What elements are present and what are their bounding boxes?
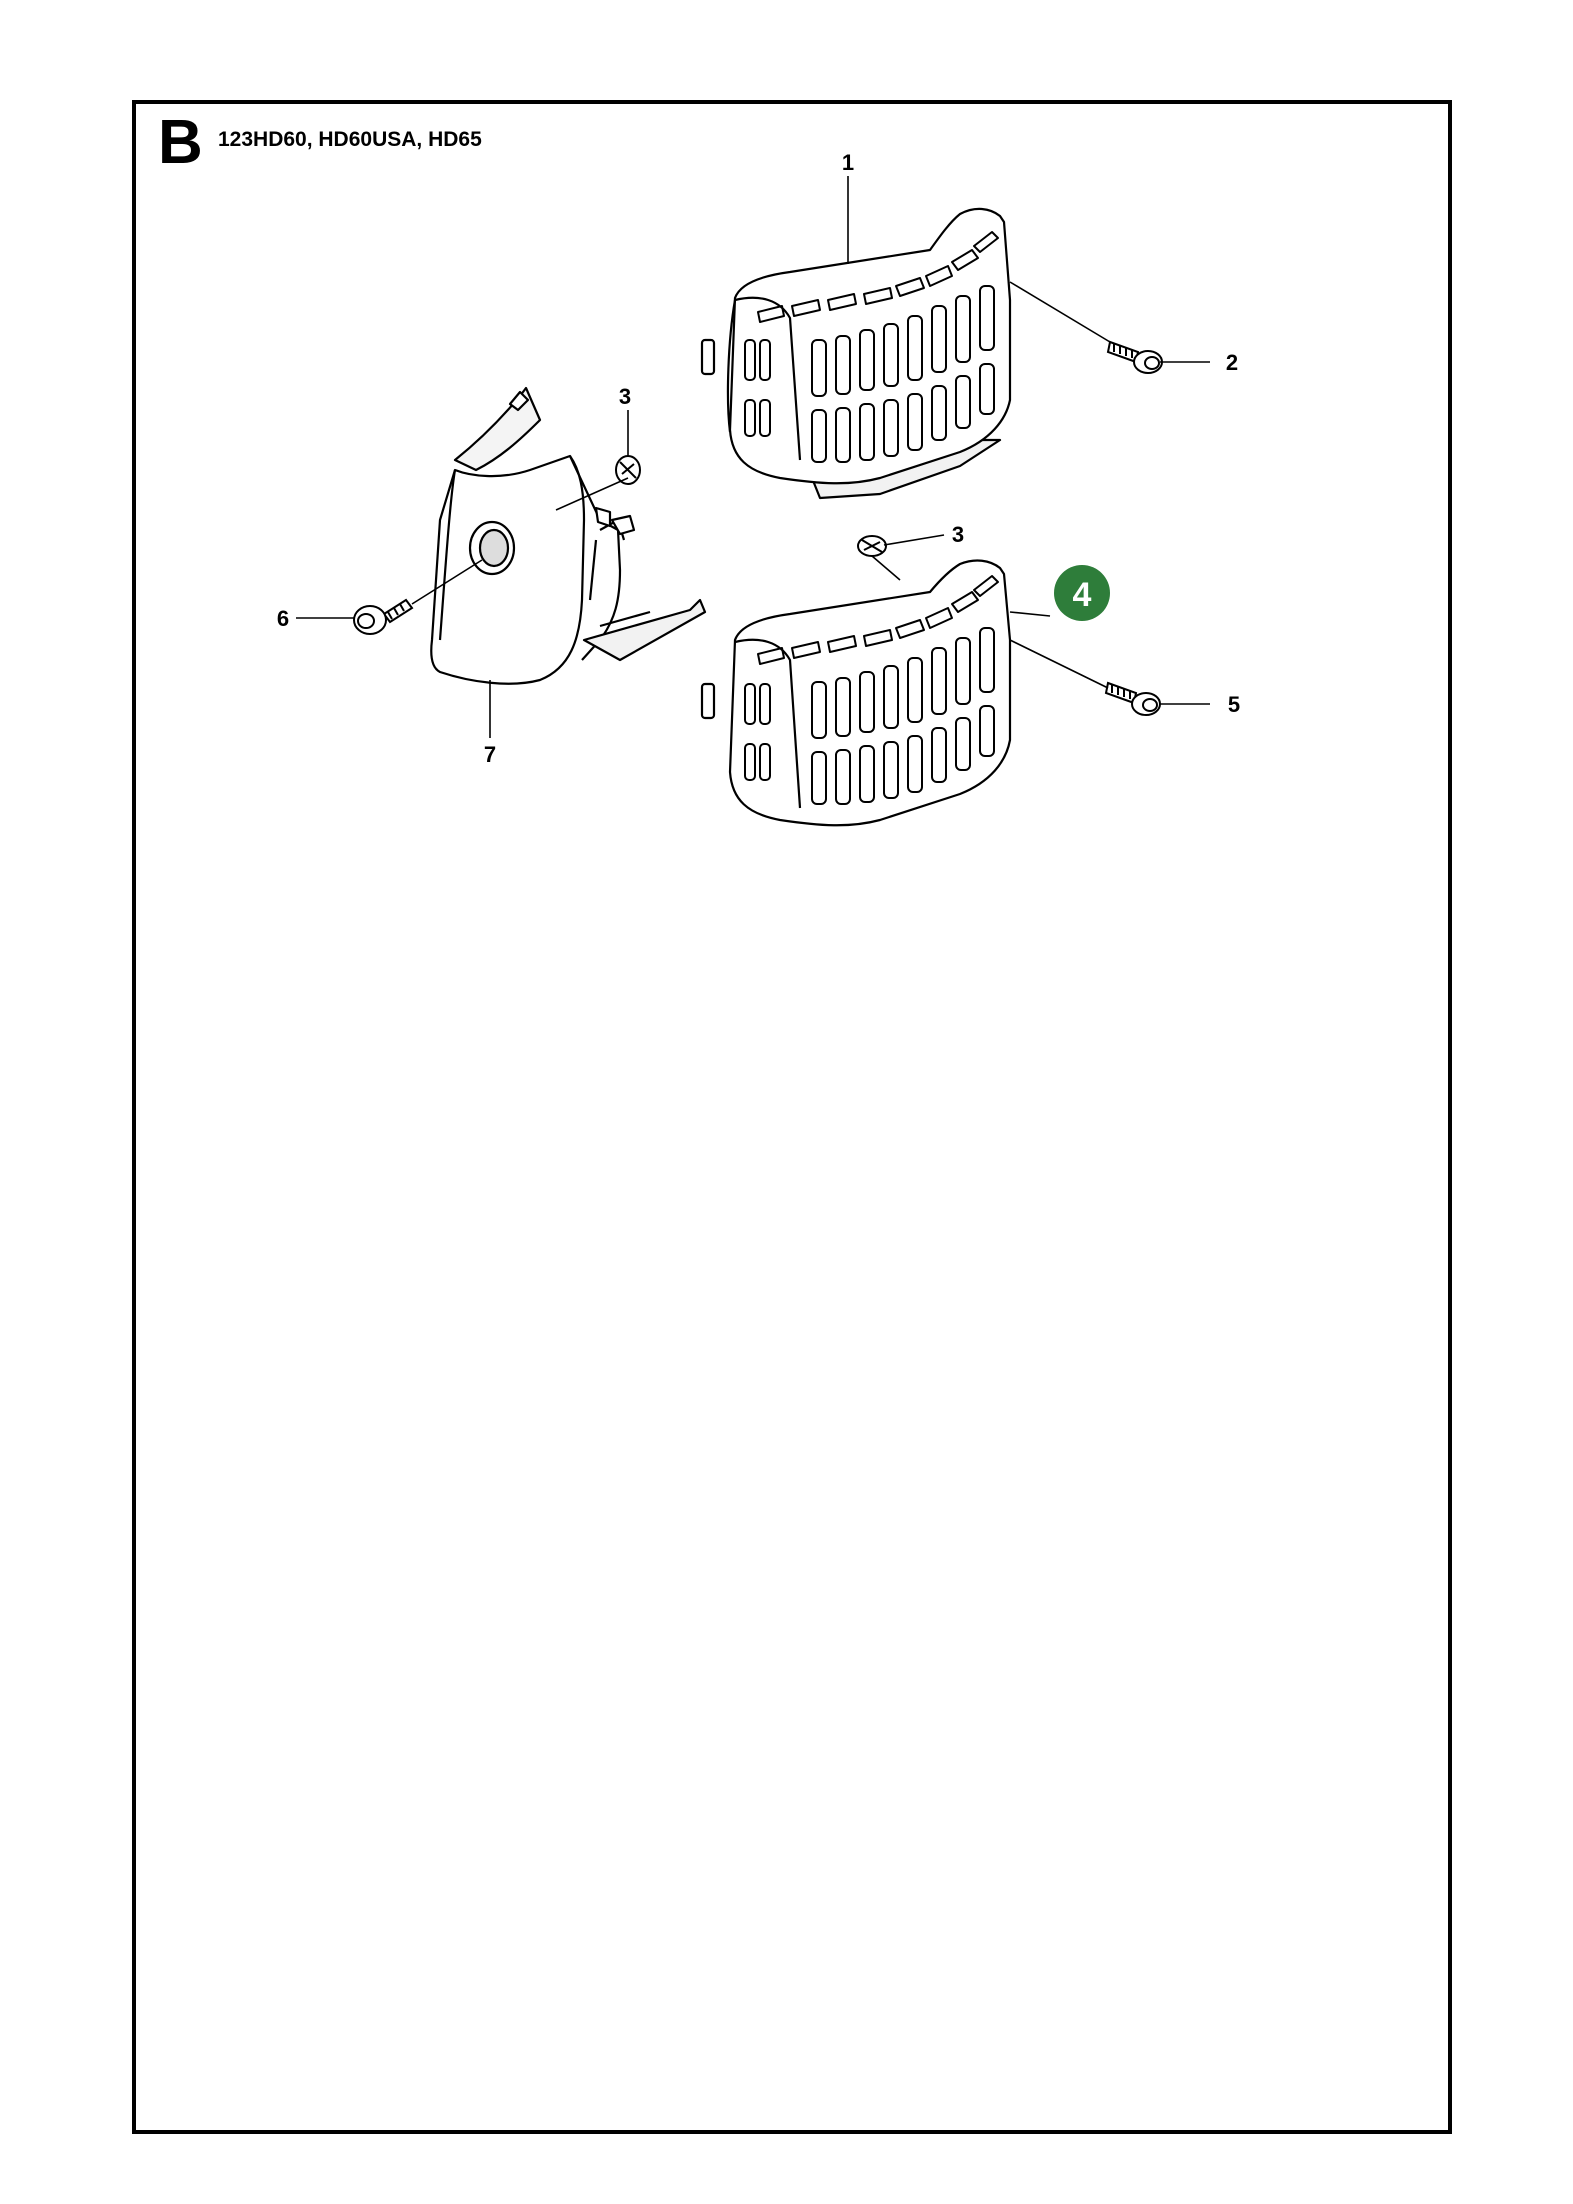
screw-part-2: [1106, 340, 1163, 374]
diagram-frame: B 123HD60, HD60USA, HD65: [132, 100, 1452, 2134]
screw-part-5: [1104, 681, 1161, 716]
highlight-badge: 4: [1054, 565, 1110, 621]
cover-part-4: [700, 559, 1012, 827]
callout-3-upper: 3: [619, 384, 631, 409]
clip-part-3-upper: [615, 455, 641, 485]
callout-3-lower: 3: [952, 522, 964, 547]
callout-2: 2: [1226, 350, 1238, 375]
leader-lines: [296, 176, 1210, 738]
screw-part-6: [353, 598, 414, 635]
badge-label: 4: [1073, 576, 1092, 614]
callout-1: 1: [842, 150, 854, 175]
callout-5: 5: [1228, 692, 1240, 717]
model-list: 123HD60, HD60USA, HD65: [218, 128, 482, 151]
callout-6: 6: [277, 606, 289, 631]
clip-part-3-lower: [857, 535, 887, 557]
section-letter: B: [158, 108, 203, 177]
cover-part-1: [700, 207, 1012, 500]
callout-7: 7: [484, 742, 496, 767]
bracket-part-7: [430, 386, 707, 685]
